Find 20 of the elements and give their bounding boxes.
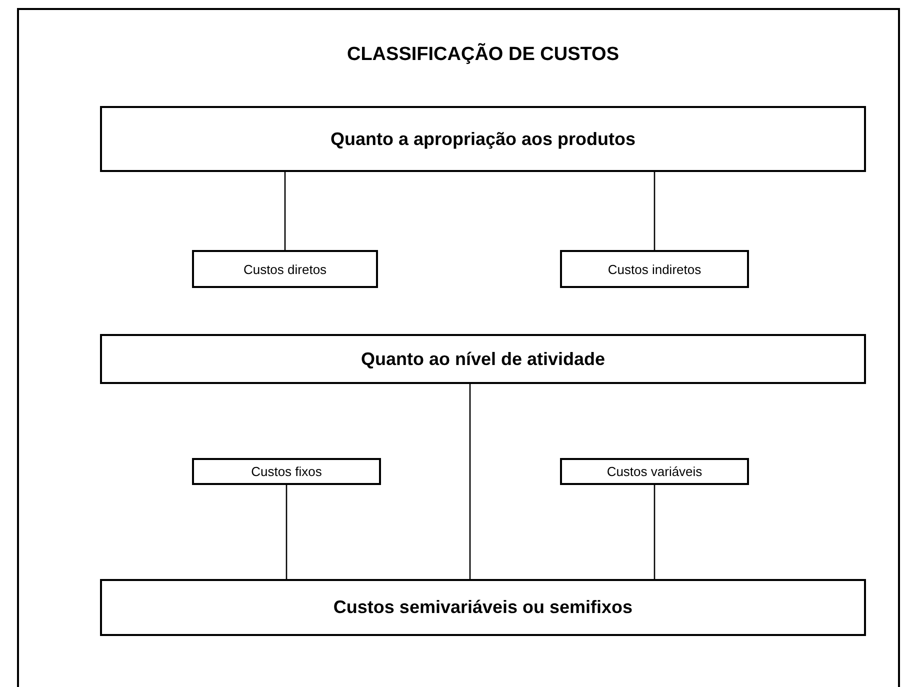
title: CLASSIFICAÇÃO DE CUSTOS (346, 44, 620, 66)
connector-line (286, 485, 288, 579)
category-box (100, 579, 866, 636)
cost-type-box (192, 250, 378, 288)
connector-line (654, 172, 656, 250)
category-box (100, 106, 866, 172)
box-label: Quanto ao nível de atividade (360, 348, 606, 370)
cost-type-box (560, 458, 749, 485)
connector-line (654, 485, 656, 579)
box-label: Custos fixos (251, 464, 322, 479)
box-label: Custos indiretos (608, 262, 702, 276)
cost-type-box (560, 250, 749, 288)
box-label: Quanto a apropriação aos produtos (330, 128, 636, 150)
box-label: Custos variáveis (606, 464, 702, 479)
box-label: Custos semivariáveis ou semifixos (333, 597, 633, 618)
cost-type-box (192, 458, 381, 485)
connector-line (469, 384, 471, 579)
connector-line (284, 172, 286, 250)
box-label: Custos diretos (243, 262, 327, 276)
category-box (100, 334, 866, 384)
